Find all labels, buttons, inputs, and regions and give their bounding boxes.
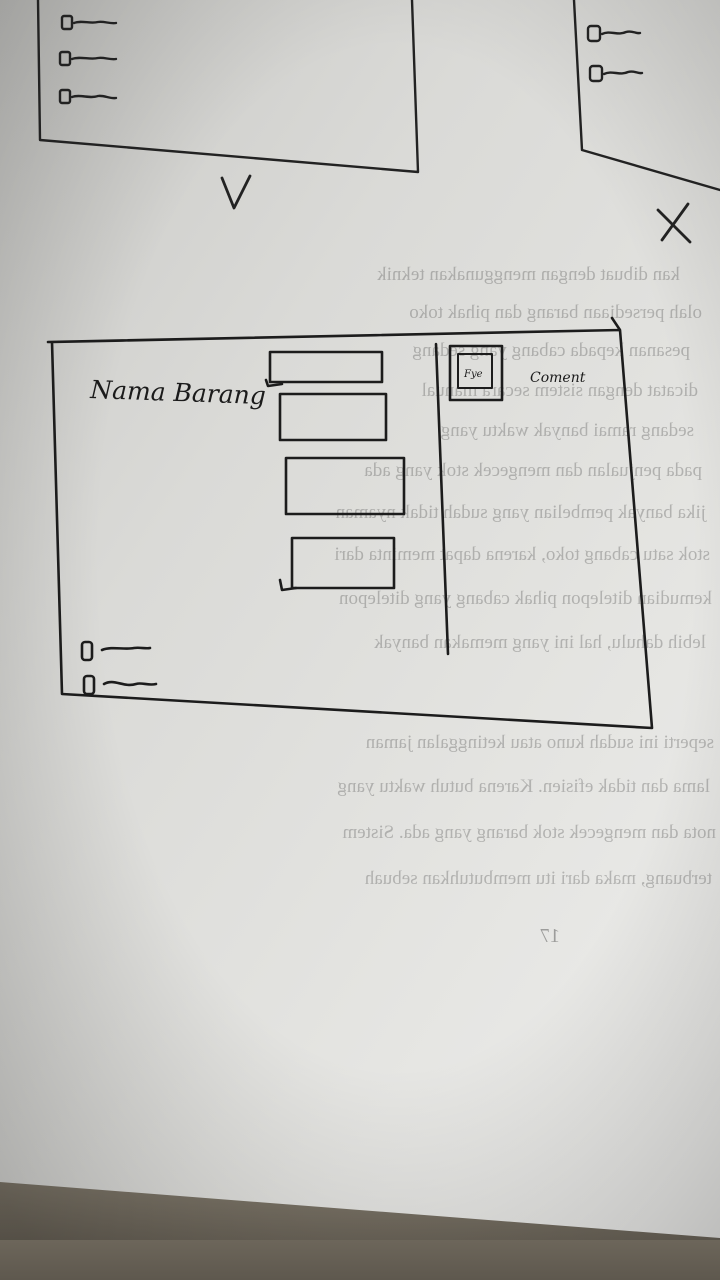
bleed-through-text: kan dibuat dengan menggunakan teknik ola… (334, 264, 716, 947)
bleed-line: pesanan kepada cabang yang sedang (412, 340, 690, 361)
checkbox-icon (58, 88, 72, 105)
input-field-box (268, 350, 384, 384)
item-name-label: Nama Barang (89, 375, 266, 410)
bleed-line: nota dan mengecek stok barang yang ada. … (342, 822, 716, 843)
text-scribble (102, 680, 158, 687)
sketch-box-outline (36, 0, 420, 174)
checkmark-icon (220, 174, 252, 210)
bleed-line: kan dibuat dengan menggunakan teknik (377, 264, 680, 285)
checkbox-icon (588, 64, 604, 83)
checkbox-icon (58, 50, 72, 67)
text-scribble (602, 70, 644, 76)
top-left-sketch (36, 0, 420, 210)
bleed-line: dicatat dengan sistem secara manual (422, 380, 698, 401)
bleed-line: stok satu cabang toko, karena dapat memi… (334, 544, 710, 565)
photo-frame-inner (457, 353, 493, 389)
top-right-sketch (572, 0, 720, 244)
checkbox-icon (586, 24, 602, 43)
input-field-box (284, 456, 406, 516)
photo-label: Fye (463, 369, 483, 380)
bleed-line: jika banyak pembelian yang sudah tidak n… (335, 502, 707, 523)
wireframe-outline (46, 316, 654, 730)
input-field-box (278, 392, 388, 442)
cross-icon (656, 202, 692, 244)
text-scribble (72, 20, 118, 25)
photo-frame-outer (448, 344, 504, 402)
bleed-line: lebih dahulu, hal ini yang memakan banya… (374, 632, 706, 653)
bleed-line: kemudian ditelepon pihak cabang yang dit… (338, 588, 712, 609)
paper-vignette (0, 0, 720, 1240)
input-field-box (290, 536, 396, 590)
bleed-line: terbuang, maka dari itu membutuhkan sebu… (364, 868, 712, 889)
checkbox-icon (82, 674, 96, 696)
sketch-box-outline (572, 0, 720, 192)
bleed-line: olah persediaan barang dan pihak toko (409, 302, 702, 323)
bleed-line: pada penjualan dan mengecek stok yang ad… (364, 460, 702, 481)
checkbox-icon (60, 14, 74, 31)
bleed-line: sedang ramai banyak waktu yang (440, 420, 694, 441)
text-scribble (70, 94, 118, 100)
bleed-line: seperti ini sudah kuno atau ketinggalan … (365, 732, 714, 753)
checkbox-icon (80, 640, 94, 662)
text-scribble (600, 30, 642, 36)
bleed-line: lama dan tidak efisien. Karena butuh wak… (337, 776, 710, 797)
input-pointer (278, 578, 298, 592)
text-scribble (100, 646, 152, 652)
main-wireframe (46, 316, 654, 730)
comment-label: Coment (530, 370, 586, 386)
input-pointer (264, 378, 284, 388)
bleed-page-number: 17 (540, 925, 560, 947)
vertical-divider (434, 342, 450, 656)
text-scribble (70, 56, 118, 61)
